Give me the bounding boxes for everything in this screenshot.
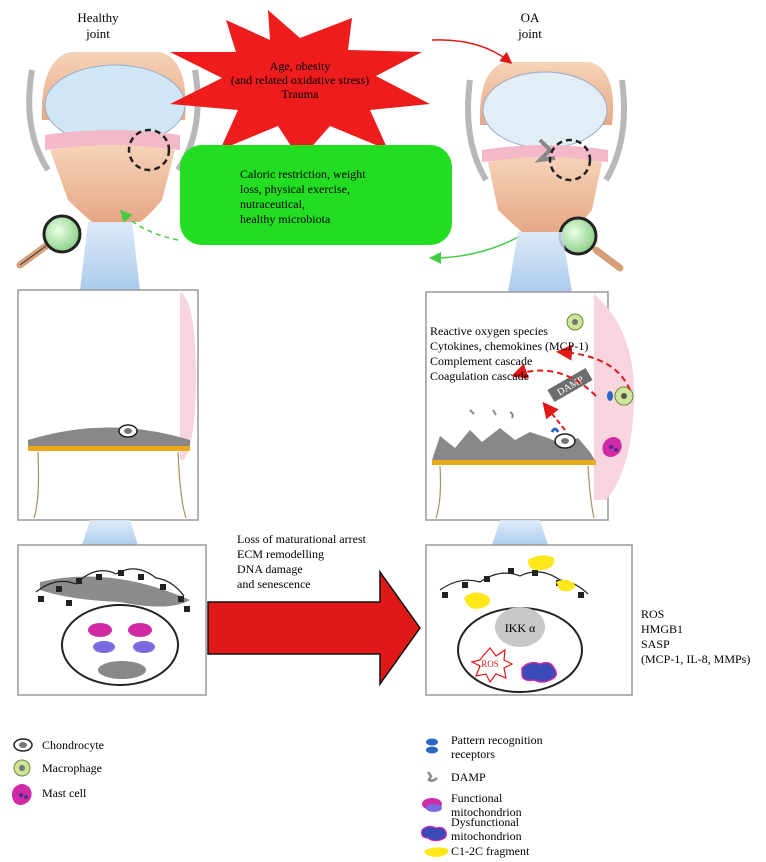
risk-factor-line-2: (and related oxidative stress) — [231, 73, 369, 87]
damp-icon — [427, 771, 438, 782]
oa-knee-illustration — [465, 62, 627, 232]
legend-functional-label-2: mitochondrion — [451, 805, 522, 819]
change-line-4: and senescence — [237, 577, 311, 591]
legend-dysfunctional-label-1: Dysfunctional — [451, 815, 520, 829]
zoom-beam-right — [508, 232, 572, 292]
risk-factor-star — [170, 10, 430, 160]
oa-mediator-1: Reactive oxygen species — [430, 324, 548, 338]
legend-right: Pattern recognition receptors DAMP Funct… — [421, 733, 543, 858]
output-line-2: HMGB1 — [641, 622, 683, 636]
intervention-arrow-right — [429, 235, 521, 264]
progression-arrow-top — [431, 39, 513, 64]
healthy-knee-illustration — [26, 52, 201, 222]
change-line-3: DNA damage — [237, 562, 303, 576]
intervention-line-4: healthy microbiota — [240, 212, 331, 226]
pattern-recognition-receptor-icon — [426, 738, 438, 754]
intervention-arrow-left — [119, 209, 179, 241]
zoom-beam-left-bottom — [82, 520, 138, 545]
healthy-joint-title-2: joint — [85, 26, 110, 41]
intervention-line-2: loss, physical exercise, — [240, 182, 350, 196]
oa-joint-title: OA — [521, 10, 540, 25]
progression-arrow-main — [207, 569, 421, 687]
zoom-beam-left — [80, 222, 140, 290]
intervention-line-3: nutraceutical, — [240, 197, 305, 211]
legend-chondrocyte-label: Chondrocyte — [42, 738, 104, 752]
intervention-box — [180, 145, 452, 245]
intervention-line-1: Caloric restriction, weight — [240, 167, 366, 181]
zoom-beam-right-bottom — [492, 520, 548, 545]
dysfunctional-mitochondrion-icon — [421, 825, 447, 842]
legend-prr-label-2: receptors — [451, 747, 495, 761]
oa-joint-title-2: joint — [517, 26, 542, 41]
legend-c1-2c-label: C1-2C fragment — [451, 844, 530, 858]
healthy-cartilage-panel — [17, 289, 199, 521]
healthy-chondrocyte-panel — [17, 544, 207, 696]
legend-mast-cell-label: Mast cell — [42, 786, 87, 800]
ros-burst — [470, 647, 514, 684]
senescent-chondrocyte-panel: IKK α ROS — [425, 544, 633, 696]
oa-mediator-2: Cytokines, chemokines (MCP-1) — [430, 339, 588, 353]
c1-2c-fragment-icon — [424, 847, 449, 857]
ikk-label: IKK α — [505, 621, 536, 635]
risk-factor-line-3: Trauma — [282, 87, 320, 101]
magnifier-left-icon — [16, 214, 82, 269]
output-line-3: SASP — [641, 637, 670, 651]
magnifier-right-icon — [558, 216, 624, 272]
output-line-4: (MCP-1, IL-8, MMPs) — [641, 652, 750, 666]
oa-mediator-4: Coagulation cascade — [430, 369, 529, 383]
oa-mediator-3: Complement cascade — [430, 354, 532, 368]
change-line-2: ECM remodelling — [237, 547, 324, 561]
legend-dysfunctional-label-2: mitochondrion — [451, 829, 522, 843]
legend-damp-label: DAMP — [451, 770, 486, 784]
oa-cartilage-panel: DAMP — [425, 291, 635, 521]
legend-left: Chondrocyte Macrophage Mast cell — [12, 738, 104, 805]
healthy-joint-title: Healthy — [77, 10, 119, 25]
legend-prr-label-1: Pattern recognition — [451, 733, 543, 747]
ros-burst-label: ROS — [481, 659, 499, 669]
output-line-1: ROS — [641, 607, 664, 621]
change-line-1: Loss of maturational arrest — [237, 532, 367, 546]
legend-macrophage-label: Macrophage — [42, 761, 102, 775]
risk-factor-line-1: Age, obesity — [270, 59, 331, 73]
legend-functional-label-1: Functional — [451, 791, 503, 805]
